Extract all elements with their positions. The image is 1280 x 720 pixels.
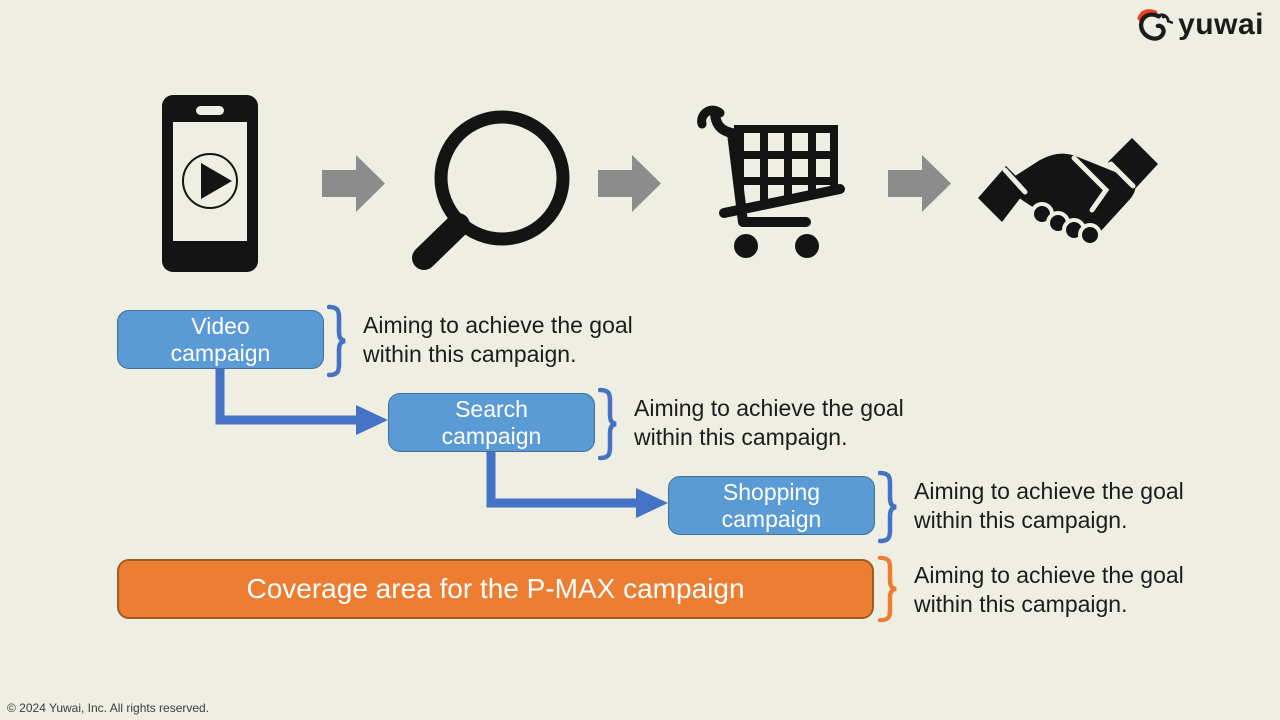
pmax-coverage-box: Coverage area for the P-MAX campaign (117, 559, 874, 619)
smartphone-video-icon (162, 95, 258, 272)
note-line: Aiming to achieve the goal (634, 395, 904, 421)
campaign-note: Aiming to achieve the goal within this c… (914, 561, 1184, 619)
logo-text: yuwai (1178, 8, 1264, 41)
note-line: within this campaign. (914, 507, 1128, 533)
note-line: within this campaign. (914, 591, 1128, 617)
brace-icon (878, 470, 898, 544)
note-line: Aiming to achieve the goal (363, 312, 633, 338)
campaign-label-line: campaign (441, 422, 542, 449)
campaign-label-line: campaign (170, 339, 271, 366)
brace-icon (327, 304, 347, 378)
note-line: within this campaign. (363, 341, 577, 367)
arrow-right-icon (888, 155, 951, 212)
footer-copyright: © 2024 Yuwai, Inc. All rights reserved. (7, 701, 210, 715)
campaign-label-line: Search (455, 395, 528, 422)
connector-arrow (212, 368, 389, 436)
shopping-campaign-box: Shopping campaign (668, 476, 875, 535)
campaign-note: Aiming to achieve the goal within this c… (363, 311, 633, 369)
campaign-note: Aiming to achieve the goal within this c… (914, 477, 1184, 535)
note-line: Aiming to achieve the goal (914, 478, 1184, 504)
campaign-label-line: campaign (721, 505, 822, 532)
campaign-label-line: Shopping (722, 478, 821, 505)
note-line: Aiming to achieve the goal (914, 562, 1184, 588)
brace-icon (878, 555, 898, 623)
campaign-note: Aiming to achieve the goal within this c… (634, 394, 904, 452)
yuwai-bird-icon (1135, 6, 1174, 44)
search-campaign-box: Search campaign (388, 393, 595, 452)
brace-icon (598, 387, 618, 461)
pmax-label: Coverage area for the P-MAX campaign (246, 573, 745, 604)
note-line: within this campaign. (634, 424, 848, 450)
arrow-right-icon (598, 155, 661, 212)
video-campaign-box: Video campaign (117, 310, 324, 369)
connector-arrow (483, 451, 669, 519)
logo: yuwai (1135, 6, 1264, 44)
campaign-label-line: Video (191, 312, 250, 339)
handshake-icon (978, 136, 1158, 246)
shopping-cart-icon (694, 100, 846, 262)
arrow-right-icon (322, 155, 385, 212)
search-magnifier-icon (408, 110, 570, 272)
